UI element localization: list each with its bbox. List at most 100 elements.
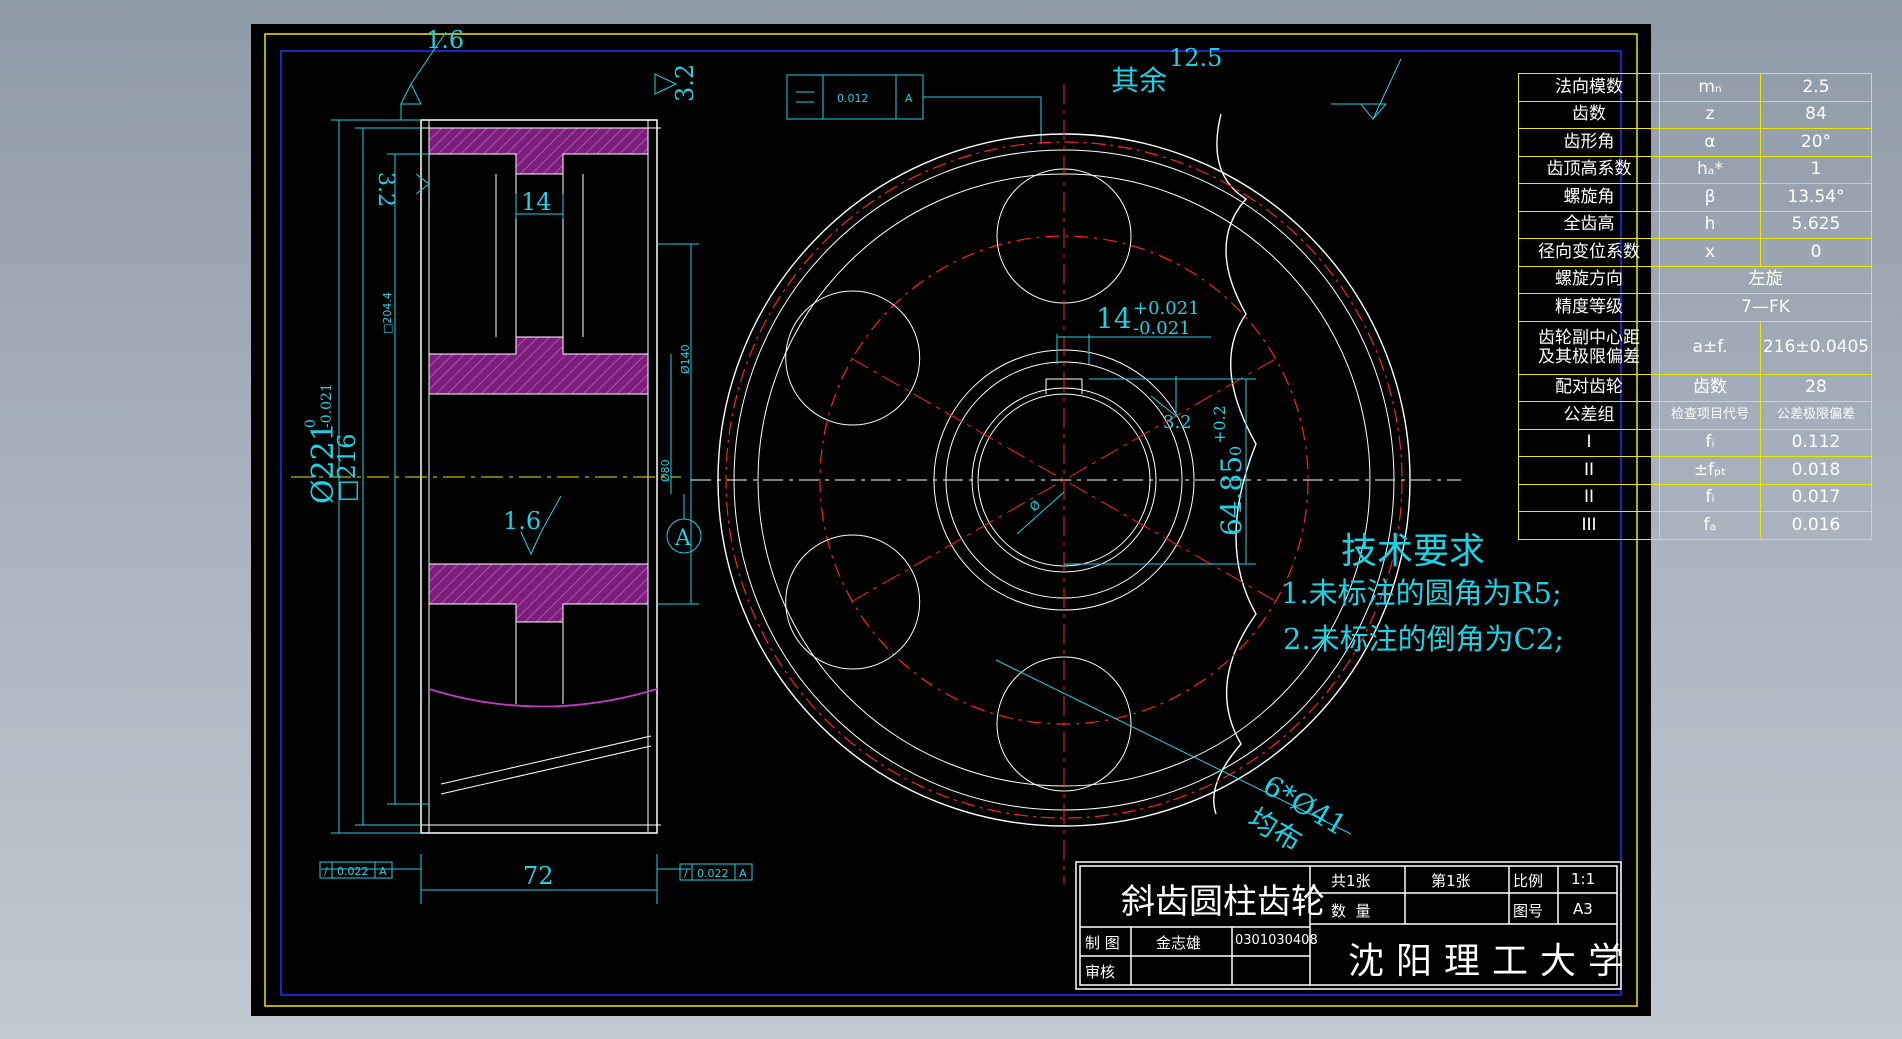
svg-text:-0.021: -0.021 [1133,318,1191,339]
svg-text:+0.021: +0.021 [1133,298,1200,319]
svg-text:72: 72 [523,862,554,890]
cad-drawing: 1.6 3.2 3.2 14 □204.4 Ø140 Ø80 Ø221 0 -0… [264,26,1638,1007]
svg-text:A: A [905,92,913,105]
param-symbol: β [1659,183,1761,212]
fcf-flatness: 0.012 A [786,74,1042,144]
svg-text:64.85: 64.85 [1215,456,1248,536]
tol-group: III [1518,511,1660,540]
param-value: 13.54° [1760,183,1872,212]
param-symbol: hₐ* [1659,155,1761,184]
review-label: 审核 [1085,963,1116,981]
svg-text:Ø80: Ø80 [659,459,672,482]
tech-title: 技术要求 [1341,531,1486,572]
svg-text:A: A [739,867,747,880]
param-label: 齿轮副中心距及其极限偏差 [1518,320,1660,375]
param-label: 螺旋角 [1518,183,1660,212]
drawing-no: A3 [1573,900,1593,918]
school-name: 沈阳理工大学 [1348,941,1637,982]
center-dist-label-2: 及其极限偏差 [1538,346,1640,367]
svg-text:/: / [324,865,328,878]
fcf-left: / 0.022 A [319,861,393,879]
param-symbol: 齿数 [1659,373,1761,402]
svg-text:3.2: 3.2 [1163,412,1192,433]
scale-label: 比例 [1513,872,1544,890]
param-symbol: z [1659,100,1761,129]
tol-value: 0.112 [1760,428,1872,457]
drawing-no-label: 图号 [1513,902,1544,920]
svg-text:A: A [674,526,692,551]
param-label: 精度等级 [1518,293,1660,322]
tol-symbol: fᵢ [1659,428,1761,457]
svg-text:0.012: 0.012 [837,92,869,105]
param-value: 28 [1760,373,1872,402]
svg-text:Ø: Ø [1027,497,1043,514]
param-value: 5.625 [1760,210,1872,239]
section-dimensions [321,31,702,904]
param-label: 齿数 [1518,100,1660,129]
title-block-frame [1075,861,1622,990]
svg-text:0.022: 0.022 [337,865,369,878]
svg-text:14: 14 [521,188,552,216]
svg-text:14: 14 [1096,302,1132,335]
drawer-name: 金志雄 [1156,934,1202,952]
param-symbol: 检查项目代号 [1659,401,1761,430]
svg-text:□216: □216 [333,434,361,502]
param-value: 84 [1760,100,1872,129]
param-label: 公差组 [1518,401,1660,430]
svg-text:-0.021: -0.021 [319,383,335,428]
tol-group: II [1518,456,1660,485]
helix-row: 螺旋方向左旋 [1518,265,1872,294]
part-name: 斜齿圆柱齿轮 [1121,882,1325,922]
student-no: 0301030408 [1235,933,1318,948]
svg-text:3.2: 3.2 [671,64,699,102]
param-symbol: a±f. [1659,320,1761,375]
svg-text:3.2: 3.2 [373,172,398,207]
param-value: 2.5 [1760,73,1872,102]
tol-value: 0.016 [1760,511,1872,540]
svg-text:□204.4: □204.4 [381,292,394,334]
drawing-sheet: 1.6 3.2 3.2 14 □204.4 Ø140 Ø80 Ø221 0 -0… [251,24,1872,1016]
tol-header-row: 公差组检查项目代号公差极限偏差 [1518,401,1872,430]
tol-symbol: fᵢ [1659,483,1761,512]
center-dist-label-1: 齿轮副中心距 [1538,327,1640,348]
param-value: 1 [1760,155,1872,184]
svg-text:0: 0 [1226,446,1245,456]
param-label: 配对齿轮 [1518,373,1660,402]
param-value: 20° [1760,128,1872,157]
mounting-holes [785,168,1132,792]
mounting-hole [785,290,921,426]
param-value: 7—FK [1659,293,1872,322]
svg-text:1.6: 1.6 [426,26,464,54]
tol-value: 0.017 [1760,483,1872,512]
qty-label: 数 量 [1331,902,1371,920]
param-value: 左旋 [1659,265,1872,294]
tech-item-1: 1.未标注的圆角为R5; [1281,576,1562,610]
tol-symbol: ±fₚₜ [1659,456,1761,485]
mounting-hole [785,534,921,670]
param-value: 0 [1760,238,1872,267]
mounting-hole [996,656,1132,792]
svg-text:/: / [684,867,688,880]
param-label: 径向变位系数 [1518,238,1660,267]
param-value: 216±0.0405 [1760,320,1872,375]
param-symbol: h [1659,210,1761,239]
param-label: 全齿高 [1518,210,1660,239]
tol-group: I [1518,428,1660,457]
tol-value: 0.018 [1760,456,1872,485]
sheets-total: 共1张 [1331,872,1371,890]
param-label: 齿形角 [1518,128,1660,157]
